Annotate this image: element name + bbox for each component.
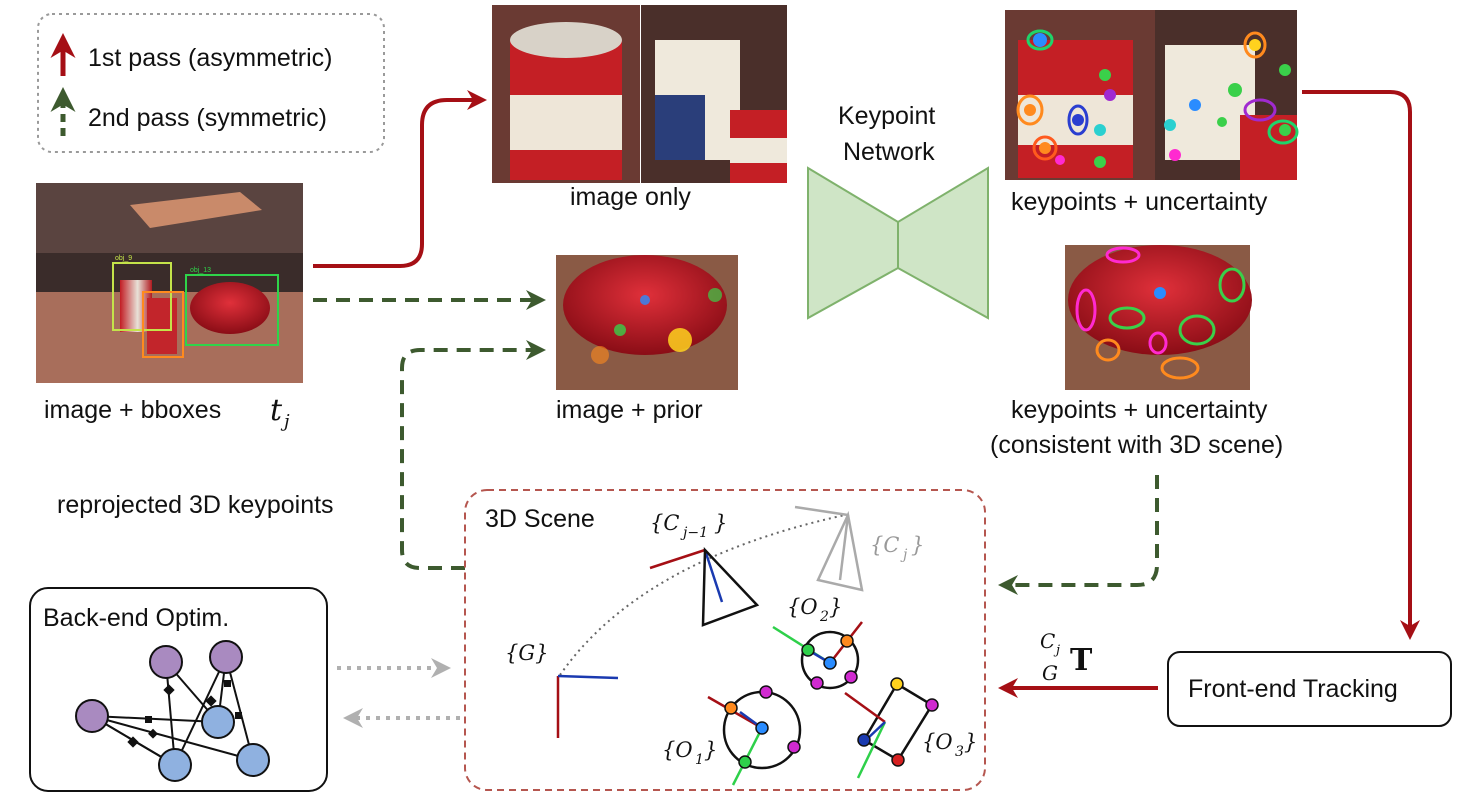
- input-math-t: t: [270, 393, 283, 428]
- frame-cj1-label: {C: [650, 511, 679, 535]
- frame-o1-brace: }: [704, 738, 717, 762]
- red-arrow-input-to-image-only: [313, 90, 487, 268]
- factor-graph: [75, 640, 270, 782]
- legend-second-pass: 2nd pass (symmetric): [88, 104, 327, 132]
- frame-cj-brace: }: [911, 533, 924, 557]
- red-arrow-keypoints-to-frontend: [1302, 90, 1420, 640]
- object-o1: [707, 685, 802, 786]
- keypoints-top-crops: [1005, 10, 1299, 180]
- kp-uncert2-label-line1: keypoints + uncertainty: [1011, 396, 1268, 424]
- frame-o2-brace: }: [829, 595, 842, 619]
- legend-box: [37, 13, 385, 153]
- transform-T: T: [1070, 643, 1093, 678]
- image-prior-crop: [556, 255, 738, 390]
- frame-cj-sub: j: [900, 547, 908, 563]
- input-label: image + bboxes: [44, 396, 221, 424]
- image-only-crops: [492, 5, 787, 183]
- frame-o1-sub: 1: [695, 752, 704, 768]
- legend: 1st pass (asymmetric) 2nd pass (symmetri…: [37, 13, 385, 153]
- scene-box: [464, 489, 986, 791]
- frame-cj1-sub: j−1: [680, 525, 708, 541]
- scene-title: 3D Scene: [485, 505, 595, 533]
- frame-o3-sub: 3: [955, 744, 964, 760]
- frame-g-label: {G}: [505, 641, 549, 665]
- frame-cj-label: {C: [870, 533, 899, 557]
- frame-o2-sub: 2: [819, 609, 829, 625]
- transform-sup: C: [1040, 629, 1055, 653]
- trajectory-dotted: [559, 514, 846, 676]
- frontend-label: Front-end Tracking: [1188, 675, 1398, 703]
- frame-o1-label: {O: [662, 738, 693, 762]
- object-o3: [844, 677, 939, 779]
- green-arrow-reprojected: [400, 340, 546, 570]
- backend-box: [29, 587, 328, 792]
- object-o2: [772, 621, 863, 690]
- legend-first-pass: 1st pass (asymmetric): [88, 44, 332, 72]
- reprojected-label: reprojected 3D keypoints: [57, 491, 334, 519]
- camera-current-icon: [816, 510, 864, 592]
- transform-sup-sub: j: [1053, 643, 1060, 658]
- camera-prev-icon: [701, 546, 760, 627]
- kp-uncert-label: keypoints + uncertainty: [1011, 188, 1268, 216]
- frame-o3-brace: }: [964, 730, 977, 754]
- frame-o3-label: {O: [922, 730, 953, 754]
- transform-sub: G: [1042, 661, 1058, 685]
- green-arrow-keypoints-to-scene: [998, 475, 1159, 595]
- kp-uncert2-label-line2: (consistent with 3D scene): [990, 431, 1283, 459]
- input-image: obj_9 obj_13: [36, 183, 303, 383]
- bbox-tag-2: obj_13: [190, 267, 211, 274]
- keypoints-bowl-crop: [1065, 245, 1252, 390]
- image-only-label: image only: [570, 183, 691, 211]
- bbox-tag-1: obj_9: [115, 255, 132, 262]
- network-label-line1: Keypoint: [838, 102, 935, 130]
- frame-o2-label: {O: [787, 595, 818, 619]
- network-label-line2: Network: [843, 138, 935, 166]
- input-math-sub: j: [280, 411, 290, 432]
- frontend-box: [1167, 651, 1452, 727]
- backend-label: Back-end Optim.: [43, 604, 229, 632]
- image-prior-label: image + prior: [556, 396, 703, 424]
- frame-cj1-brace: }: [714, 511, 727, 535]
